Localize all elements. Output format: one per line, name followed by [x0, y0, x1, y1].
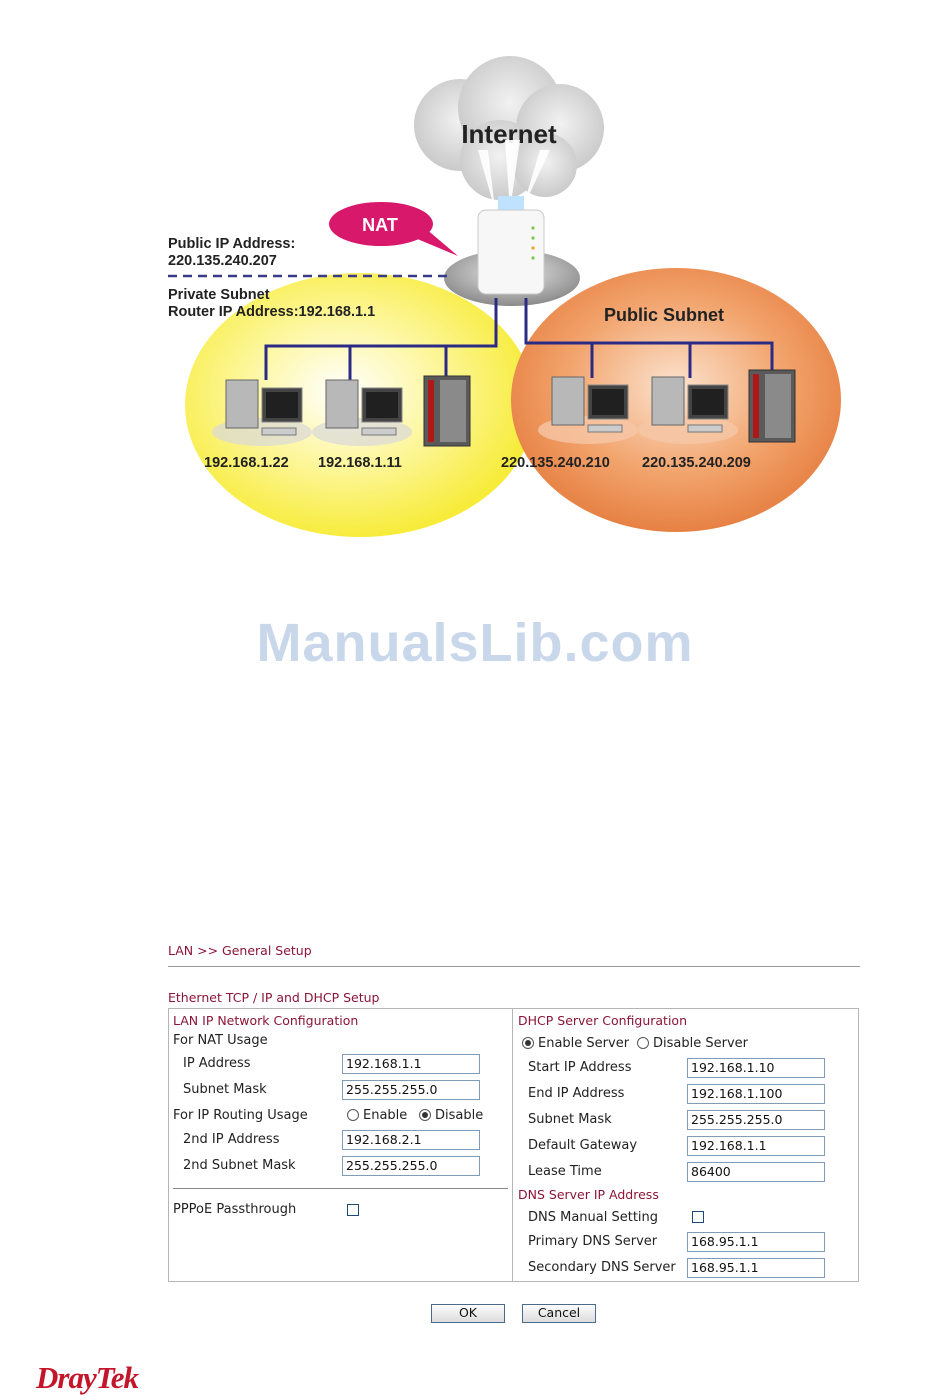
end-ip-label: End IP Address	[528, 1086, 625, 1101]
public-ip-value: 220.135.240.207	[168, 253, 277, 269]
dhcp-config-header: DHCP Server Configuration	[518, 1013, 688, 1028]
public-ip-label: Public IP Address:	[168, 236, 295, 252]
secondary-dns-input[interactable]: 168.95.1.1	[687, 1258, 825, 1278]
lan-config-header: LAN IP Network Configuration	[173, 1013, 359, 1028]
settings-panel	[168, 1008, 859, 1282]
lease-time-input[interactable]: 86400	[687, 1162, 825, 1182]
lease-time-label: Lease Time	[528, 1164, 602, 1179]
host-ip-label: 220.135.240.209	[642, 455, 751, 471]
secondary-dns-label: Secondary DNS Server	[528, 1260, 676, 1275]
dhcp-disable-label: Disable Server	[653, 1036, 748, 1051]
breadcrumb-divider	[168, 966, 860, 967]
server-icon	[748, 369, 796, 443]
private-subnet-area	[185, 273, 535, 537]
computer-icon	[212, 379, 312, 446]
host-ip-label: 192.168.1.11	[318, 455, 402, 471]
subnet-mask-label: Subnet Mask	[183, 1082, 267, 1097]
routing-enable-radio[interactable]	[347, 1109, 359, 1121]
second-mask-label: 2nd Subnet Mask	[183, 1158, 296, 1173]
private-subnet-label: Private Subnet	[168, 287, 270, 303]
server-icon	[423, 375, 471, 447]
network-wiring	[264, 298, 774, 380]
dhcp-enable-label: Enable Server	[538, 1036, 630, 1051]
second-mask-input[interactable]: 255.255.255.0	[342, 1156, 480, 1176]
subnet-mask-input[interactable]: 255.255.255.0	[342, 1080, 480, 1100]
ip-address-label: IP Address	[183, 1056, 251, 1071]
column-divider	[512, 1008, 513, 1282]
start-ip-input[interactable]: 192.168.1.10	[687, 1058, 825, 1078]
primary-dns-input[interactable]: 168.95.1.1	[687, 1232, 825, 1252]
dhcp-mask-label: Subnet Mask	[528, 1112, 612, 1127]
dns-manual-label: DNS Manual Setting	[528, 1210, 659, 1225]
nat-network-diagram: Internet NAT Public IP Address: 220.135.…	[168, 56, 841, 537]
ip-address-input[interactable]: 192.168.1.1	[342, 1054, 480, 1074]
host-ip-label: 192.168.1.22	[204, 455, 289, 471]
nat-usage-label: For NAT Usage	[173, 1033, 268, 1048]
watermark: ManualsLib.com	[256, 613, 694, 673]
ok-button[interactable]: OK	[431, 1304, 505, 1323]
gateway-label: Default Gateway	[528, 1138, 638, 1153]
nat-label: NAT	[362, 215, 398, 235]
pppoe-label: PPPoE Passthrough	[173, 1202, 297, 1217]
dhcp-mask-input[interactable]: 255.255.255.0	[687, 1110, 825, 1130]
draytek-logo: DrayTek	[36, 1360, 139, 1395]
computer-icon	[312, 379, 412, 446]
router-icon	[477, 209, 545, 295]
host-ip-label: 220.135.240.210	[501, 455, 610, 471]
internet-cloud	[414, 56, 604, 200]
nat-bubble	[329, 202, 458, 256]
breadcrumb: LAN >> General Setup	[168, 943, 312, 958]
dhcp-enable-radio[interactable]	[522, 1037, 534, 1049]
section-title: Ethernet TCP / IP and DHCP Setup	[168, 990, 380, 1005]
pppoe-divider	[173, 1188, 508, 1189]
start-ip-label: Start IP Address	[528, 1060, 632, 1075]
pppoe-checkbox[interactable]	[347, 1204, 359, 1216]
dns-header: DNS Server IP Address	[518, 1187, 659, 1202]
second-ip-input[interactable]: 192.168.2.1	[342, 1130, 480, 1150]
primary-dns-label: Primary DNS Server	[528, 1234, 658, 1249]
routing-enable-label: Enable	[363, 1108, 408, 1123]
dns-manual-checkbox[interactable]	[692, 1211, 704, 1223]
dhcp-disable-radio[interactable]	[637, 1037, 649, 1049]
router-ip-label: Router IP Address:192.168.1.1	[168, 304, 375, 320]
second-ip-label: 2nd IP Address	[183, 1132, 280, 1147]
public-subnet-label: Public Subnet	[604, 305, 724, 325]
computer-icon	[638, 376, 738, 444]
computer-icon	[538, 376, 638, 444]
routing-disable-radio[interactable]	[419, 1109, 431, 1121]
cancel-button[interactable]: Cancel	[522, 1304, 596, 1323]
ip-routing-label: For IP Routing Usage	[173, 1108, 308, 1123]
routing-disable-label: Disable	[435, 1108, 484, 1123]
end-ip-input[interactable]: 192.168.1.100	[687, 1084, 825, 1104]
gateway-input[interactable]: 192.168.1.1	[687, 1136, 825, 1156]
